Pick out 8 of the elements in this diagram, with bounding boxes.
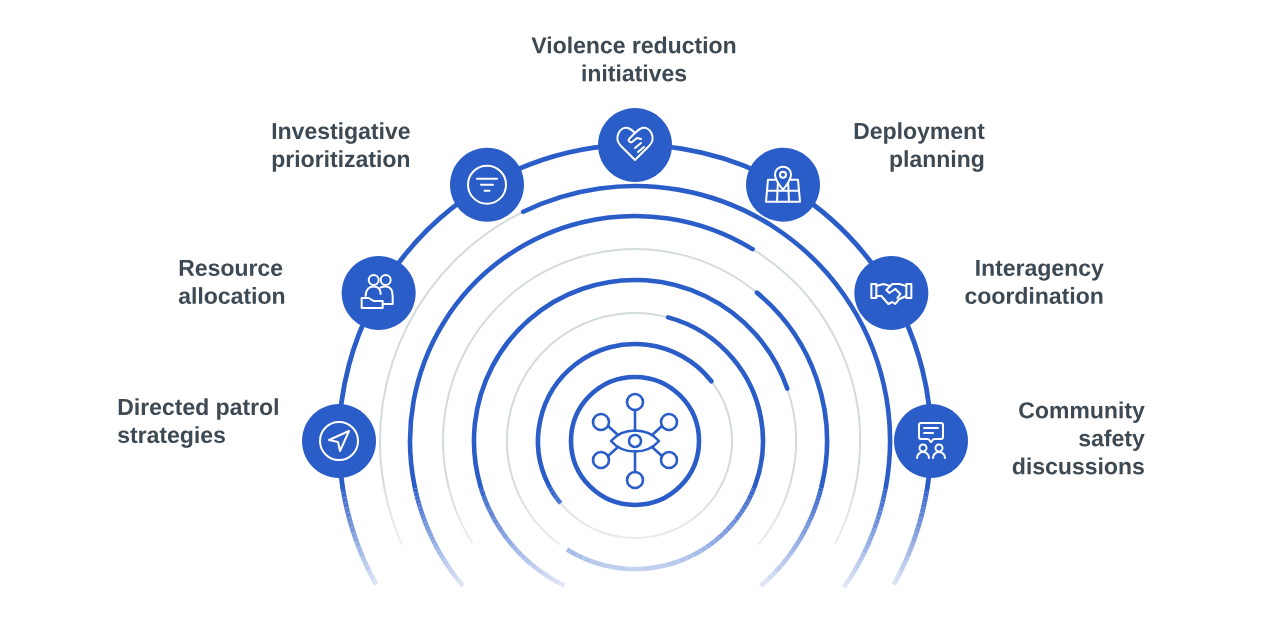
eye-network-icon: [568, 374, 702, 508]
node-label: Interagency coordination: [965, 259, 1104, 304]
node-label: Investigative prioritization: [272, 122, 410, 172]
node-label: Deployment planning: [854, 122, 985, 172]
node-label: Resource allocation: [178, 259, 285, 304]
node-label: Community safety discussions: [1012, 401, 1145, 475]
node-label: Violence reduction initiatives: [531, 36, 736, 82]
node-label: Directed patrol strategies: [118, 398, 278, 448]
